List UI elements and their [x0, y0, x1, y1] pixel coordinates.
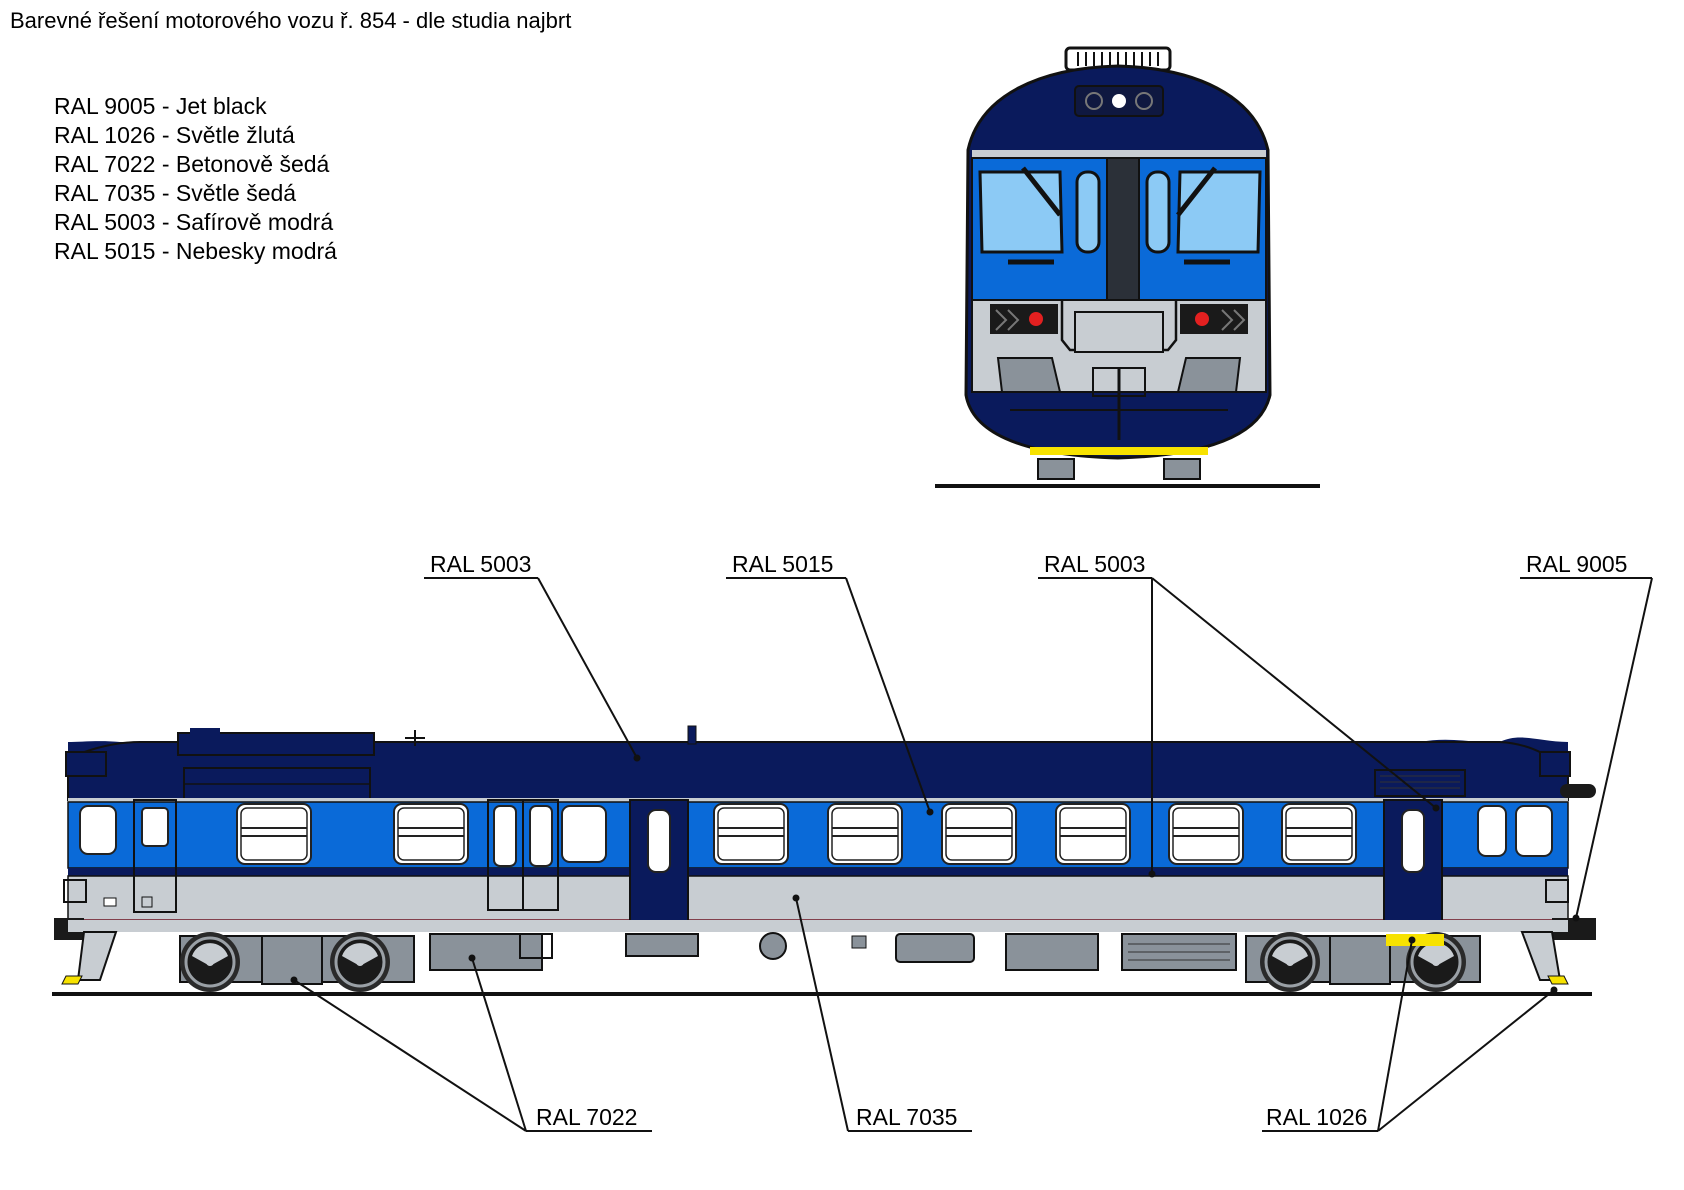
legend-item-ral-5003: RAL 5003 - Safírově modrá — [54, 209, 334, 235]
front-view — [935, 46, 1320, 488]
legend-item-ral-1026: RAL 1026 - Světle žlutá — [54, 122, 295, 148]
callout-label-doors: RAL 5003 — [1044, 551, 1145, 577]
callout-label-roof: RAL 5003 — [430, 551, 531, 577]
page-title: Barevné řešení motorového vozu ř. 854 - … — [10, 8, 572, 33]
callouts — [293, 577, 1653, 1132]
callout-dots — [290, 754, 1580, 994]
side-view — [52, 725, 1596, 996]
callout-label-buffer: RAL 9005 — [1526, 551, 1627, 577]
legend-item-ral-9005: RAL 9005 - Jet black — [54, 93, 267, 119]
legend-item-ral-5015: RAL 5015 - Nebesky modrá — [54, 238, 337, 264]
callout-label-bogie: RAL 7022 — [536, 1104, 637, 1130]
callout-label-skirt: RAL 7035 — [856, 1104, 957, 1130]
color-legend: RAL 9005 - Jet black RAL 1026 - Světle ž… — [54, 92, 337, 266]
legend-item-ral-7022: RAL 7022 - Betonově šedá — [54, 151, 330, 177]
callout-label-steps: RAL 1026 — [1266, 1104, 1367, 1130]
legend-item-ral-7035: RAL 7035 - Světle šedá — [54, 180, 297, 206]
callout-label-band: RAL 5015 — [732, 551, 833, 577]
